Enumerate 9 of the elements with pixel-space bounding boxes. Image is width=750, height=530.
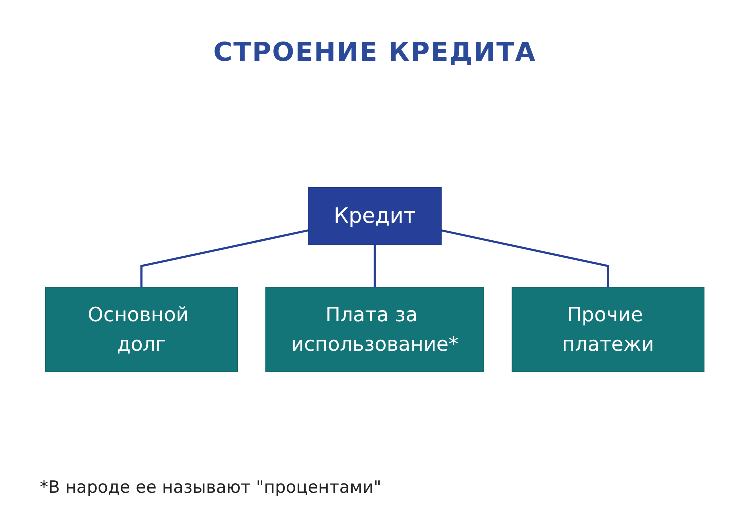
connector bbox=[140, 230, 309, 288]
connector bbox=[441, 230, 610, 288]
connector bbox=[374, 245, 376, 288]
node-box: Плата за использование* bbox=[266, 287, 484, 372]
node-box: Прочие платежи bbox=[512, 287, 705, 372]
node-box: Кредит bbox=[308, 188, 442, 246]
footnote: *В народе ее называют "процентами" bbox=[40, 478, 382, 498]
diagram-title: СТРОЕНИЕ КРЕДИТА bbox=[212, 38, 538, 68]
node-box: Основной долг bbox=[45, 287, 238, 372]
